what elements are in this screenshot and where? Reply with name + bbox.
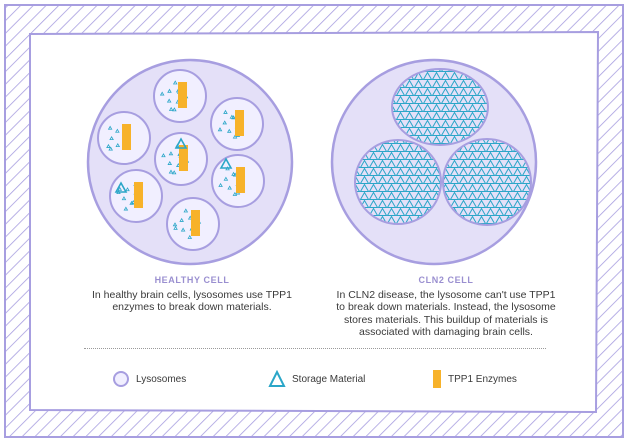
tpp1-enzyme-bar bbox=[235, 110, 244, 136]
storage-speck bbox=[222, 120, 228, 125]
storage-speck bbox=[121, 196, 127, 201]
tpp1-enzyme-bar bbox=[179, 145, 188, 171]
storage-lysosome-right bbox=[442, 138, 532, 226]
storage-speck bbox=[125, 187, 130, 192]
storage-speck bbox=[172, 222, 178, 227]
storage-speck bbox=[168, 151, 174, 156]
storage-speck bbox=[226, 128, 232, 133]
storage-speck bbox=[172, 80, 178, 85]
storage-lysosome-left bbox=[354, 139, 442, 225]
storage-speck bbox=[115, 142, 121, 147]
cln2-cell-caption: CLN2 CELL In CLN2 disease, the lysosome … bbox=[336, 274, 556, 339]
storage-speck bbox=[159, 91, 165, 96]
tpp1-enzyme-bar bbox=[178, 82, 187, 108]
storage-triangle bbox=[174, 137, 188, 149]
storage-speck bbox=[168, 106, 174, 111]
storage-speck bbox=[179, 217, 184, 222]
legend-storage-material: Storage Material bbox=[268, 368, 365, 390]
storage-speck bbox=[218, 182, 223, 187]
tpp1-enzyme-bar bbox=[236, 167, 245, 193]
healthy-cell-caption: HEALTHY CELL In healthy brain cells, lys… bbox=[92, 274, 292, 314]
storage-speck bbox=[161, 153, 166, 158]
legend-tpp1-label: TPP1 Enzymes bbox=[448, 373, 517, 385]
legend-lysosomes: Lysosomes bbox=[112, 368, 186, 390]
storage-speck bbox=[223, 109, 228, 114]
storage-speck bbox=[106, 143, 111, 148]
storage-lysosome-top bbox=[391, 68, 489, 146]
storage-speck bbox=[187, 215, 193, 220]
storage-speck bbox=[232, 172, 238, 177]
storage-speck bbox=[173, 225, 178, 230]
storage-speck bbox=[232, 191, 238, 196]
healthy-cell-text: In healthy brain cells, lysosomes use TP… bbox=[92, 288, 292, 314]
legend-tpp1-enzymes: TPP1 Enzymes bbox=[432, 368, 517, 390]
border-outer-line bbox=[4, 4, 624, 438]
storage-speck bbox=[217, 127, 223, 132]
storage-speck bbox=[183, 208, 189, 213]
storage-speck bbox=[109, 136, 114, 141]
storage-speck bbox=[117, 186, 123, 191]
storage-speck bbox=[123, 206, 129, 211]
storage-speck bbox=[129, 200, 134, 205]
storage-speck bbox=[172, 107, 177, 112]
tpp1-enzyme-bar bbox=[122, 124, 131, 150]
storage-triangle bbox=[219, 157, 233, 169]
storage-triangle bbox=[114, 181, 128, 193]
storage-speck bbox=[166, 98, 172, 103]
storage-speck bbox=[115, 128, 120, 133]
tpp1-enzyme-bar bbox=[134, 182, 143, 208]
bar-icon bbox=[433, 370, 441, 388]
legend-storage-label: Storage Material bbox=[292, 373, 366, 385]
legend-divider bbox=[84, 348, 546, 349]
cln2-cell bbox=[330, 58, 538, 266]
tpp1-enzyme-bar bbox=[191, 210, 200, 236]
healthy-lysosome-group bbox=[97, 69, 265, 251]
storage-speck bbox=[187, 234, 193, 239]
storage-speck bbox=[223, 176, 229, 181]
storage-speck bbox=[227, 185, 232, 190]
storage-speck bbox=[107, 125, 113, 130]
healthy-cell bbox=[86, 58, 294, 266]
legend-lysosomes-label: Lysosomes bbox=[136, 373, 187, 385]
healthy-cell-title: HEALTHY CELL bbox=[154, 275, 230, 285]
storage-speck bbox=[232, 134, 238, 139]
cln2-cell-text: In CLN2 disease, the lysosome can't use … bbox=[336, 288, 556, 339]
storage-speck bbox=[167, 88, 172, 93]
storage-speck bbox=[231, 115, 236, 120]
storage-speck bbox=[171, 170, 177, 175]
lysosome-circle-icon bbox=[113, 371, 129, 387]
storage-speck bbox=[108, 146, 114, 151]
triangle-icon bbox=[268, 370, 286, 387]
storage-speck bbox=[180, 227, 186, 232]
cln2-cell-title: CLN2 CELL bbox=[418, 275, 474, 285]
storage-speck bbox=[168, 169, 174, 174]
storage-speck bbox=[167, 160, 173, 165]
